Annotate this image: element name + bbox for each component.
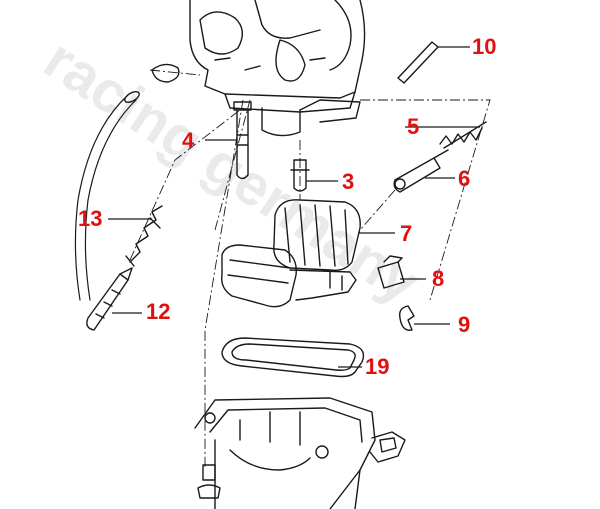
part-10-pin — [397, 41, 439, 84]
callout-19: 19 — [365, 354, 390, 379]
part-8-valve — [377, 255, 405, 289]
part-9-clip — [398, 305, 415, 331]
part-7-float — [221, 199, 361, 308]
leader-lines — [108, 46, 480, 368]
part-13-spring — [125, 205, 163, 267]
watermark: racing germany — [33, 26, 431, 316]
callout-8: 8 — [432, 266, 445, 291]
part-3-jet — [290, 159, 310, 192]
callout-3: 3 — [342, 169, 355, 194]
fuel-hose — [74, 94, 129, 301]
callout-7: 7 — [400, 221, 413, 246]
carburetor-body — [189, 0, 366, 137]
alignment-lines — [129, 69, 491, 470]
drain-screw — [197, 464, 221, 499]
part-12-screw — [86, 267, 133, 331]
part-5-spring — [439, 121, 487, 149]
callout-6: 6 — [458, 166, 471, 191]
callout-9: 9 — [458, 312, 471, 337]
float-bowl — [194, 397, 406, 509]
part-6-screw — [393, 149, 449, 193]
callout-4: 4 — [182, 128, 195, 153]
callout-12: 12 — [146, 299, 171, 324]
part-4-needle — [233, 101, 252, 180]
callout-10: 10 — [472, 34, 497, 59]
hose-clip — [151, 63, 180, 83]
part-19-gasket — [221, 337, 365, 378]
callout-5: 5 — [407, 114, 420, 139]
callout-13: 13 — [78, 206, 103, 231]
